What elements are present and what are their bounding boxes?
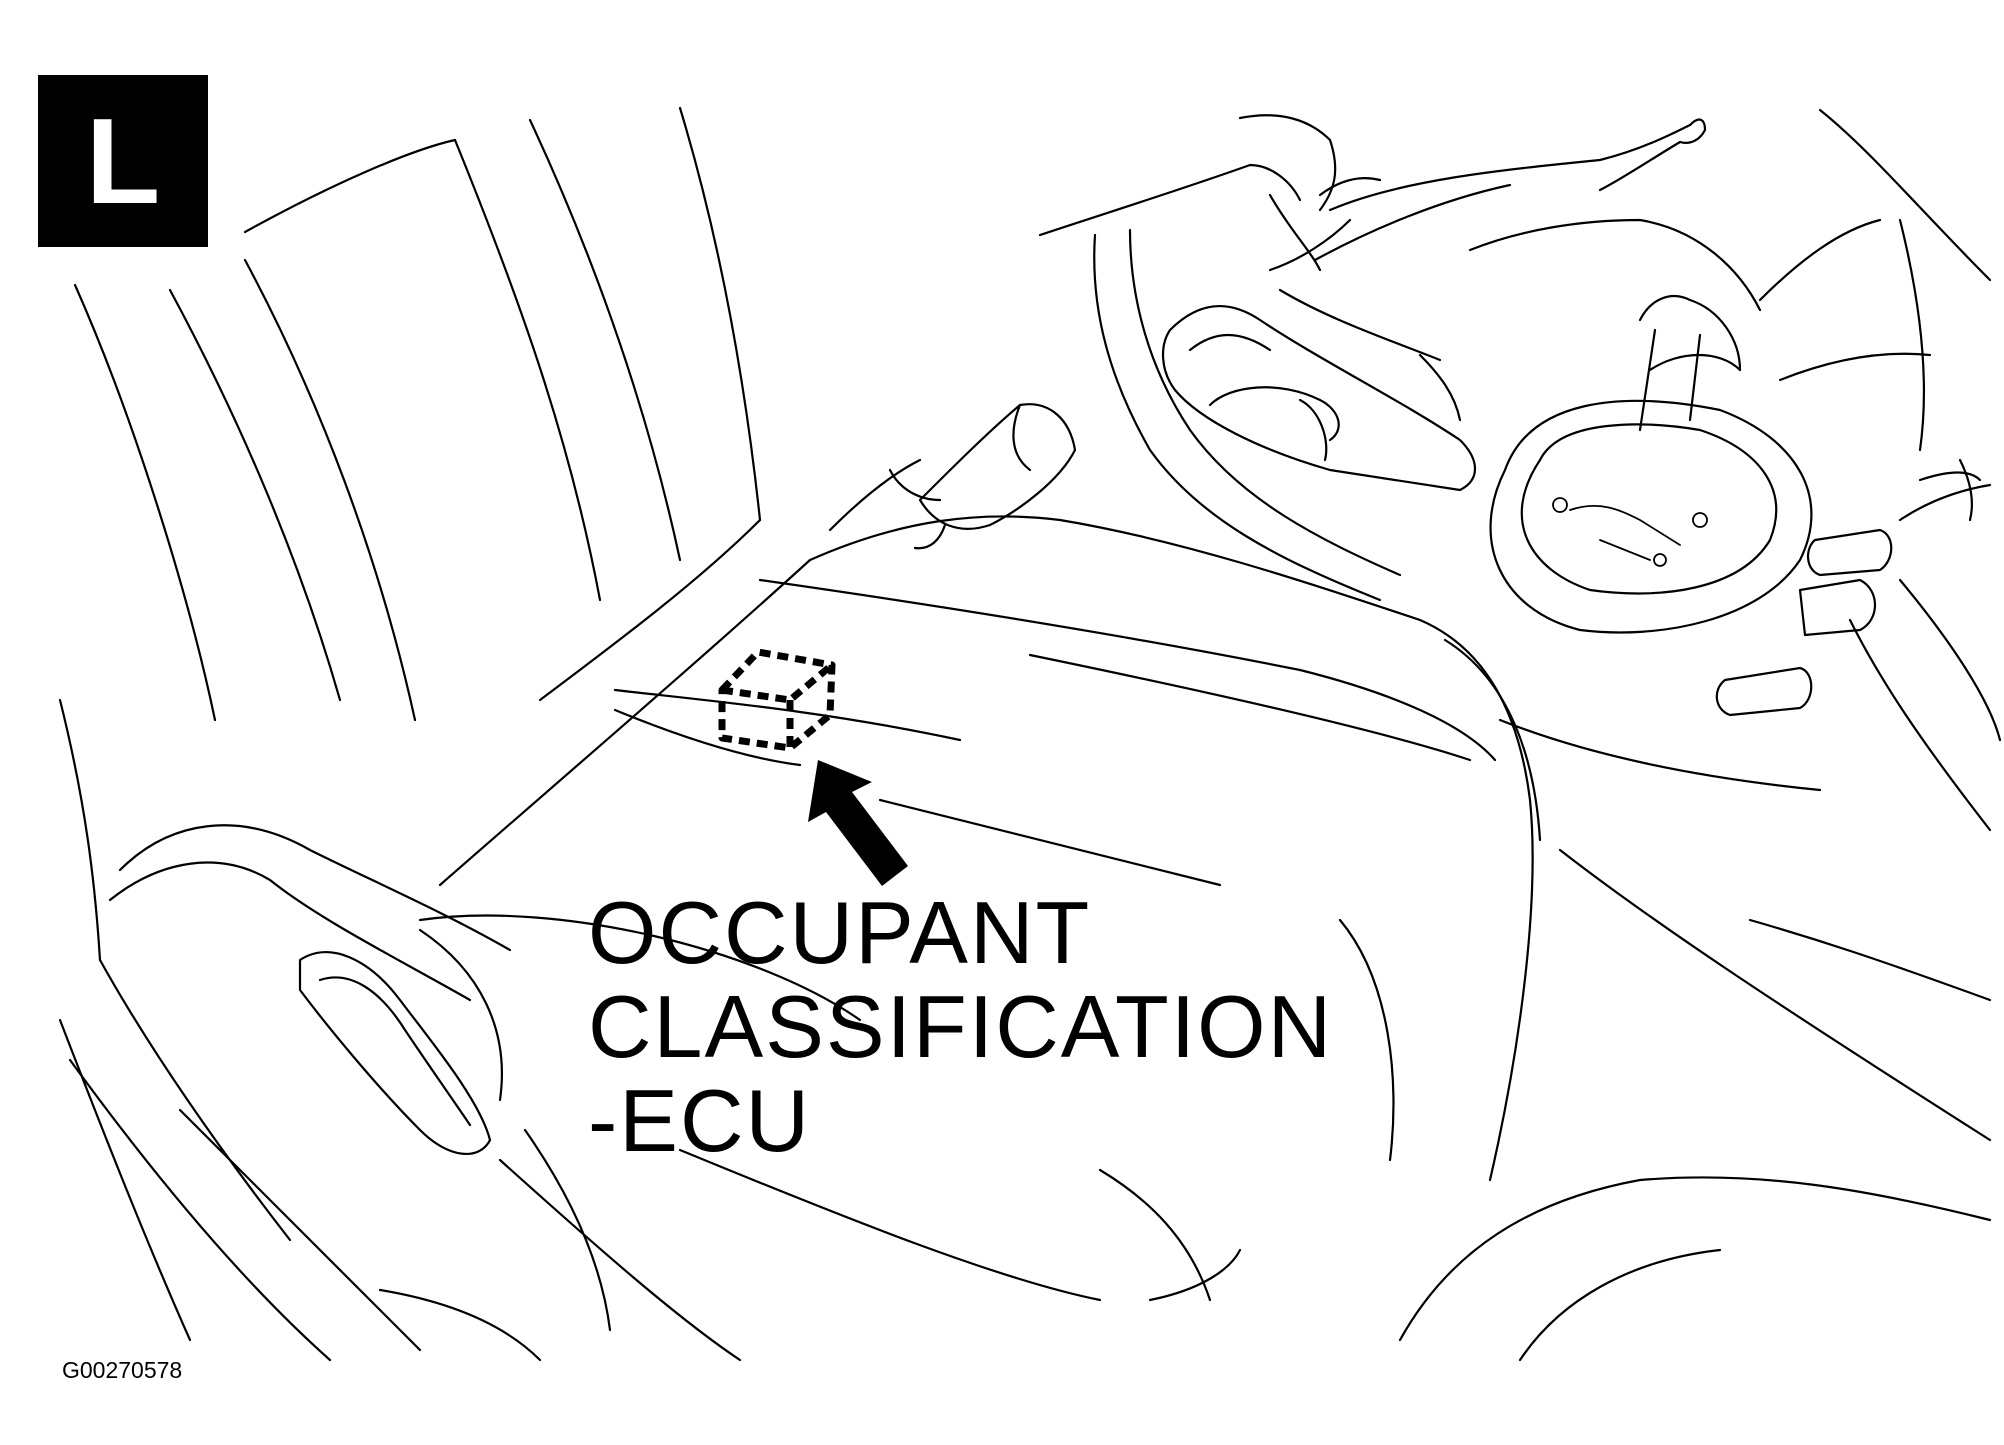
- component-callout-label: OCCUPANT CLASSIFICATION -ECU: [588, 886, 1333, 1168]
- console-edge-right: [1398, 108, 2002, 1362]
- ecu-location-marker: [718, 648, 836, 752]
- section-badge: L: [38, 75, 208, 247]
- pointer-arrow: [808, 760, 908, 886]
- callout-line-2: CLASSIFICATION: [588, 977, 1334, 1076]
- figure-id: G00270578: [62, 1357, 183, 1383]
- parking-brake-lever: [1238, 114, 1707, 262]
- callout-line-1: OCCUPANT: [588, 883, 1092, 982]
- center-console: [1038, 163, 1476, 602]
- seat-belt-buckle: [828, 403, 1077, 550]
- seat-cushion: [58, 824, 742, 1362]
- seat-back: [58, 106, 762, 1242]
- callout-line-3: -ECU: [588, 1071, 812, 1170]
- shift-lever: [1468, 218, 1932, 634]
- console-switches: [1715, 458, 1992, 717]
